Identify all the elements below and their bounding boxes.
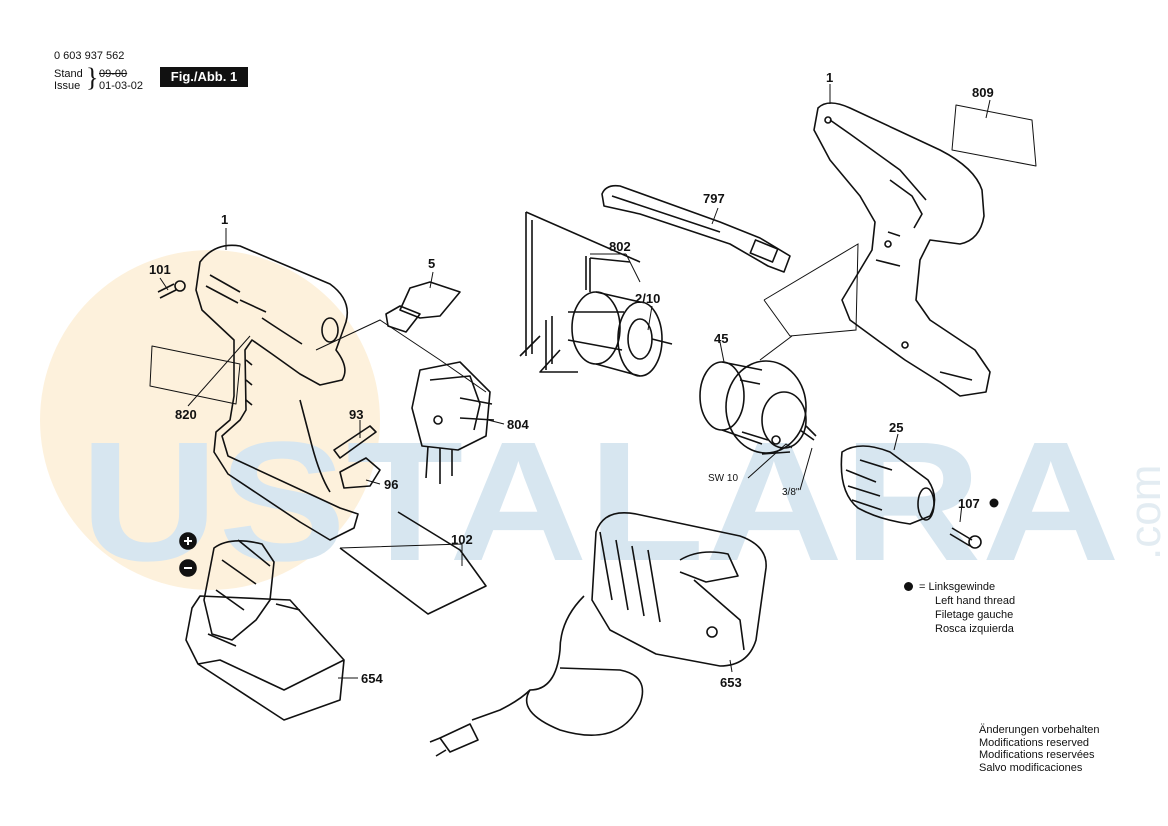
part-label-1-right: 1 [826,70,833,85]
screw-107-head [968,535,982,549]
part-label-653: 653 [720,675,742,690]
plus-sign [184,537,192,545]
footer-line-3: Modifications reservées [979,749,1095,761]
legend-line-3: Filetage gauche [935,609,1014,621]
part-96-drawing [339,457,381,489]
part-5-drawing [385,281,461,333]
legend-line-4: Rosca izquierda [935,623,1014,635]
screw-107-drawing [949,527,973,547]
part-number: 0 603 937 562 [54,50,125,62]
part-label-1-left: 1 [221,212,228,227]
watermark: USTALARA .com [40,250,1168,597]
part-label-820: 820 [175,407,197,422]
gearbox-drawing [699,360,817,455]
part-label-797: 797 [703,191,725,206]
motor-drawing [519,211,673,377]
part-label-809: 809 [972,85,994,100]
part-label-654: 654 [361,671,383,686]
charger-drawing [429,512,767,757]
issue-label: Issue [54,80,81,92]
part-label-107: 107 [958,496,980,511]
strap-drawing [601,184,791,273]
part-label-96: 96 [384,477,398,492]
part-label-2-10: 2/10 [635,291,660,306]
three-eighths-annotation: 3/8" [782,487,800,498]
part-label-101: 101 [149,262,171,277]
label-809-drawing [951,104,1037,167]
watermark-circle [40,250,380,590]
left-hand-thread-icon [904,582,913,591]
battery-drawing [185,539,345,721]
part-label-45: 45 [714,331,728,346]
footer-line-1: Änderungen vorbehalten [979,724,1100,736]
footer-notice: Änderungen vorbehalten Modifications res… [979,724,1099,774]
legend-symbol: = [919,581,926,593]
left-housing-drawing [195,244,359,541]
footer-line-2: Modifications reserved [979,736,1090,749]
watermark-text: USTALARA [80,407,1120,597]
chuck-drawing [840,445,936,525]
label-820-drawing [149,345,241,405]
part-93-drawing [333,425,377,459]
brace-icon: } [86,63,99,92]
issue-value: 01-03-02 [99,80,144,92]
switch-drawing [411,361,495,484]
footer-line-4: Salvo modificaciones [979,761,1083,774]
stand-label: Stand [54,68,83,80]
screw-101-drawing [157,283,177,299]
part-label-25: 25 [889,420,903,435]
legend-line-2: Left hand thread [935,595,1016,607]
right-housing-drawing [813,102,991,397]
part-label-804: 804 [507,417,529,432]
legend-line-1: Linksgewinde [928,581,996,593]
watermark-side-text: .com [1121,465,1168,560]
wire-loop-drawing [339,511,487,615]
part-label-802: 802 [609,239,631,254]
leader-lines [159,84,991,679]
part-label-93: 93 [349,407,363,422]
figure-label: Fig./Abb. 1 [160,67,248,87]
part-label-102: 102 [451,532,473,547]
legend: = Linksgewinde Left hand thread Filetage… [904,580,1015,636]
stand-value: 09-00 [99,68,128,80]
sw10-annotation: SW 10 [708,473,738,484]
part-label-5: 5 [428,256,435,271]
left-hand-thread-marker-icon [989,498,999,508]
screw-101-head [174,280,186,292]
